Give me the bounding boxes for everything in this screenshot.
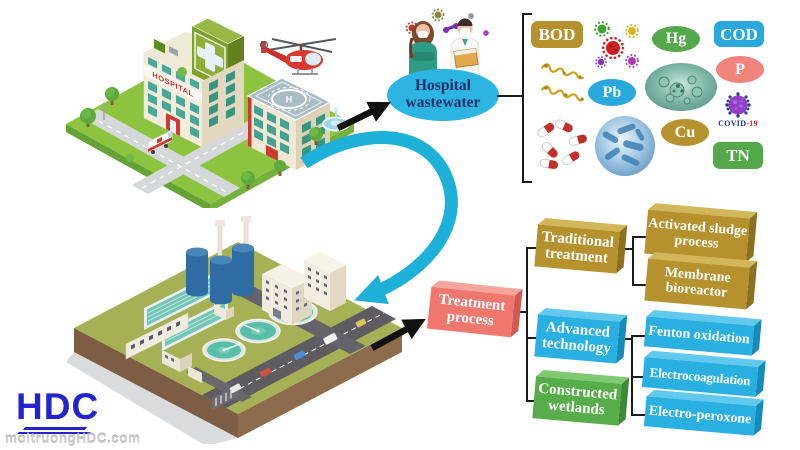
advanced-bracket xyxy=(631,335,633,416)
rooftop-unit-green xyxy=(154,39,165,54)
electrocoagulation-label: Electrocoagulation xyxy=(649,364,751,389)
hdc-logo: HDC xyxy=(16,386,100,427)
logo-underline xyxy=(22,427,88,430)
stub-activated xyxy=(632,236,646,238)
contaminant-bracket xyxy=(522,13,524,183)
germ-icons xyxy=(405,8,489,36)
connector-traditional-bracket xyxy=(618,248,634,250)
virus-cluster-icon xyxy=(594,21,639,68)
stub-membrane xyxy=(632,284,646,286)
ambulance-icon xyxy=(147,130,173,154)
badge-p: P xyxy=(716,56,764,83)
trunk-line xyxy=(526,247,528,402)
bacteria-image xyxy=(595,116,655,176)
membrane-bioreactor-node: Membrane bioreactor xyxy=(644,252,758,310)
connector-advanced-bracket xyxy=(618,338,633,340)
hospital-wastewater-node: Hospital wastewater xyxy=(387,69,499,121)
constructed-wetlands-node: Constructed wetlands xyxy=(532,369,630,426)
helipad-circle xyxy=(271,89,307,109)
stub-advanced xyxy=(526,337,537,339)
antibiotic-strands-icon xyxy=(540,63,584,102)
bracket-bottom-tick xyxy=(522,181,532,183)
microbe-image xyxy=(645,63,717,111)
connector-ellipse-bracket xyxy=(497,95,523,97)
helicopter-icon xyxy=(259,38,337,75)
badge-cod: COD xyxy=(714,21,764,47)
electro-peroxone-node: Electro-peroxone xyxy=(643,389,764,436)
treatment-process-node: Treatment process xyxy=(427,280,523,338)
badge-bod: BOD xyxy=(531,21,583,48)
bracket-top-tick xyxy=(522,13,532,15)
electro-peroxone-label: Electro-peroxone xyxy=(648,403,752,428)
traditional-bracket xyxy=(632,236,634,286)
advanced-technology-node: Advanced technology xyxy=(534,308,628,364)
fenton-oxidation-node: Fenton oxidation xyxy=(643,309,762,356)
hospital-main-building: HOSPITAL xyxy=(143,51,244,148)
fenton-oxidation-label: Fenton oxidation xyxy=(647,323,751,348)
badge-tn: TN xyxy=(713,142,763,169)
silos xyxy=(186,216,254,305)
badge-hg: Hg xyxy=(652,26,700,52)
stub-fenton xyxy=(631,335,645,337)
plant-shadow xyxy=(66,352,238,444)
road-vehicles xyxy=(229,318,367,393)
stub-electrocoagulation xyxy=(631,376,645,378)
hospital-wastewater-line1: Hospital xyxy=(415,77,471,95)
stub-electroperoxone xyxy=(631,414,645,416)
helipad-letter: H xyxy=(286,95,293,105)
traditional-treatment-node: Traditional treatment xyxy=(534,218,628,274)
watermark-text: moitruongHDC.com xyxy=(5,431,141,446)
medical-staff-illustration xyxy=(405,8,489,74)
badge-pb: Pb xyxy=(588,79,636,106)
covid-virus-icon xyxy=(725,92,751,118)
covid-label: COVID-19 xyxy=(718,119,758,128)
stub-traditional xyxy=(526,247,537,249)
hospital-illustration: HOSPITAL xyxy=(66,17,354,208)
nurse-figure xyxy=(409,21,437,74)
rooftop-unit-gray xyxy=(169,46,178,57)
stub-constructed xyxy=(526,400,537,402)
badge-cu: Cu xyxy=(661,119,709,146)
doctor-figure xyxy=(450,18,480,74)
pills-icon xyxy=(537,119,588,170)
hospital-wastewater-line2: wastewater xyxy=(405,94,481,111)
treatment-plant-illustration xyxy=(66,216,402,444)
